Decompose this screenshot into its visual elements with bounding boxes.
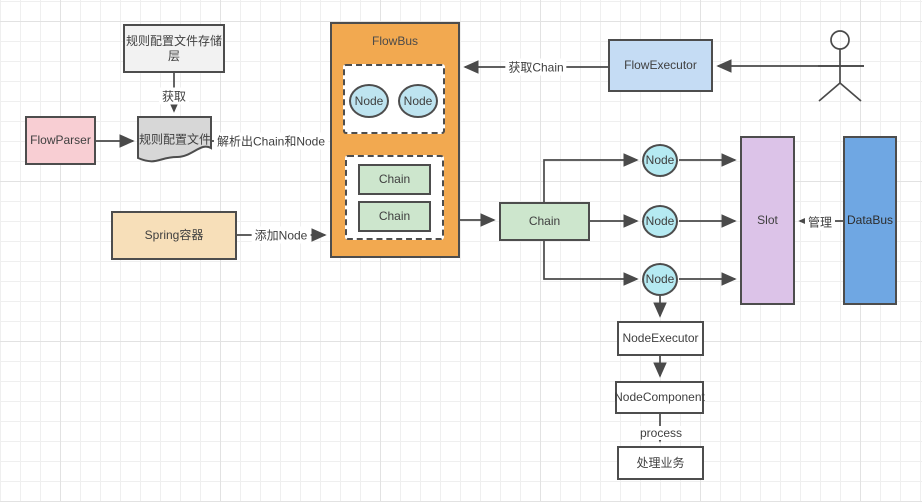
databus-node[interactable]: DataBus (843, 136, 897, 305)
flowbus-chain-2-label: Chain (378, 209, 411, 224)
edge-chain-to-node-bottom (543, 241, 639, 286)
slot-label: Slot (757, 213, 778, 228)
chain-main-node[interactable]: Chain (499, 202, 590, 241)
config-file-label: 规则配置文件 (138, 132, 212, 147)
storage-node[interactable]: 规则配置文件存储层 (123, 24, 225, 73)
node-component-node[interactable]: NodeComponent (614, 381, 705, 414)
node-bottom[interactable]: Node (642, 263, 678, 296)
actor-icon[interactable] (818, 30, 864, 102)
flowbus-chain-1-label: Chain (378, 172, 411, 187)
node-middle[interactable]: Node (642, 205, 678, 238)
databus-label: DataBus (846, 213, 894, 228)
edge-label-parse: 解析出Chain和Node (213, 132, 329, 150)
node-component-label: NodeComponent (614, 390, 705, 405)
chain-main-label: Chain (528, 214, 561, 229)
edge-label-process: process (636, 426, 686, 440)
node-executor-node[interactable]: NodeExecutor (617, 321, 704, 356)
node-executor-label: NodeExecutor (622, 331, 699, 346)
node-top[interactable]: Node (642, 144, 678, 177)
edge-label-get-chain: 获取Chain (505, 58, 567, 76)
node-bottom-label: Node (645, 272, 675, 287)
spring-container-label: Spring容器 (144, 228, 204, 243)
edge-chain-to-node-top (543, 153, 639, 202)
flow-executor-label: FlowExecutor (624, 58, 697, 73)
spring-container-node[interactable]: Spring容器 (111, 211, 237, 260)
flowbus-node-1-label: Node (354, 93, 384, 108)
flow-parser-label: FlowParser (30, 133, 91, 148)
node-middle-label: Node (645, 214, 675, 229)
config-file-document-shape[interactable] (137, 116, 212, 163)
flowbus-chain-2[interactable]: Chain (358, 201, 431, 232)
edge-label-add-node: 添加Node (251, 226, 311, 244)
node-top-label: Node (645, 153, 675, 168)
flowbus-node-2[interactable]: Node (398, 84, 438, 118)
flowbus-chain-1[interactable]: Chain (358, 164, 431, 195)
flow-executor-node[interactable]: FlowExecutor (608, 39, 713, 92)
flow-parser-node[interactable]: FlowParser (25, 116, 96, 165)
slot-node[interactable]: Slot (740, 136, 795, 305)
edge-label-fetch: 获取 (158, 87, 190, 105)
business-node[interactable]: 处理业务 (617, 446, 704, 480)
flowbus-title: FlowBus (371, 34, 418, 48)
business-label: 处理业务 (636, 455, 685, 470)
flowbus-node-1[interactable]: Node (349, 84, 389, 118)
storage-label: 规则配置文件存储层 (125, 34, 222, 63)
flowbus-node-2-label: Node (403, 93, 433, 108)
edge-label-manage: 管理 (804, 213, 836, 231)
